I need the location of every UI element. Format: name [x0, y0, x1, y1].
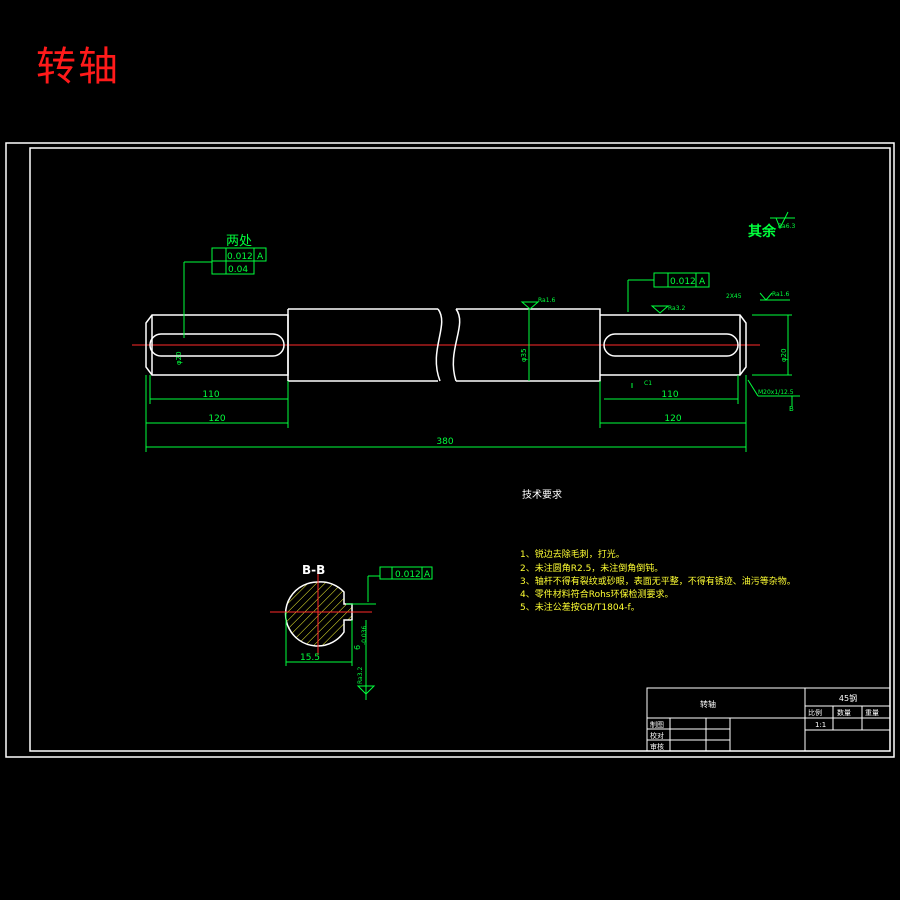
- row-label-3: 审核: [650, 742, 664, 751]
- section-key-tol: -0.036: [361, 625, 368, 645]
- title-block-text: 转轴 45钢 制图 校对 审核 比例 数量 重量 1:1: [650, 693, 879, 751]
- section-rough: Ra3.2: [357, 667, 364, 684]
- section-key: 6: [353, 645, 362, 650]
- scale-value: 1:1: [815, 721, 826, 729]
- dia-mid: φ35: [520, 348, 528, 362]
- left-label: 两处: [226, 234, 252, 249]
- dia-right: φ20: [780, 348, 788, 362]
- dimension-lines: [145, 217, 800, 452]
- technical-notes: 技术要求 1、锐边去除毛刺，打光。 2、未注圆角R2.5，未注倒角倒钝。 3、轴…: [520, 488, 796, 613]
- dim-total: 380: [436, 437, 453, 447]
- rough-right-top: Ra1.6: [772, 291, 789, 298]
- row-label-1: 制图: [650, 720, 664, 729]
- left-tol1-ref: A: [257, 252, 264, 262]
- title-block: [646, 687, 891, 752]
- inner-frame: [29, 147, 891, 752]
- gdt-frames: [211, 211, 789, 314]
- right-tol-ref: A: [699, 277, 706, 287]
- scale-label-1: 比例: [808, 708, 822, 717]
- section-view: B-B 0.012 A 15.5 6 -0.036 Ra3.2: [270, 563, 433, 700]
- scale-label-3: 重量: [865, 709, 879, 717]
- shaft-outline: [145, 308, 747, 382]
- dim-left-seg: 120: [208, 414, 225, 424]
- left-tol2: 0.04: [228, 265, 248, 275]
- material-code: 45钢: [839, 693, 857, 703]
- right-tol: 0.012: [670, 277, 696, 287]
- rest-rough: Ra6.3: [778, 223, 795, 230]
- dim-right-key: 110: [661, 390, 678, 400]
- part-name-1: 转轴: [700, 699, 716, 709]
- left-tol1: 0.012: [227, 252, 253, 262]
- chamfer: 2X45: [726, 293, 742, 300]
- row-label-2: 校对: [650, 731, 664, 740]
- rest-label: 其余: [748, 223, 777, 240]
- section-tol: 0.012: [395, 570, 421, 580]
- notes-heading: 技术要求: [522, 488, 562, 501]
- note-4: 4、零件材料符合Rohs环保检测要求。: [520, 588, 673, 600]
- note-3: 3、轴杆不得有裂纹或砂眼，表面无平整，不得有锈迹、油污等杂物。: [520, 575, 796, 587]
- dim-left-key: 110: [202, 390, 219, 400]
- label-b-small: B: [789, 405, 794, 413]
- rough-small: Ra3.2: [668, 305, 685, 312]
- note-5: 5、未注公差按GB/T1804-f。: [520, 601, 640, 613]
- outer-frame: [5, 142, 895, 758]
- note-1: 1、锐边去除毛刺，打光。: [520, 548, 625, 560]
- section-tol-ref: A: [424, 570, 431, 580]
- drawing-title: 转轴: [36, 44, 120, 90]
- note-2: 2、未注圆角R2.5，未注倒角倒钝。: [520, 562, 663, 574]
- shaft-annotations: 两处 0.012 A 0.04 0.012 A 其余 Ra6.3 Ra1.6 R…: [175, 223, 795, 447]
- thread-callout: M20x1/12.5: [758, 389, 794, 396]
- rough-mid: Ra1.6: [538, 297, 555, 304]
- section-label: B-B: [302, 563, 325, 577]
- scale-label-2: 数量: [837, 708, 851, 717]
- section-width: 15.5: [300, 653, 320, 663]
- dia-left: φ20: [175, 351, 183, 365]
- chamfer-small: C1: [644, 380, 652, 387]
- dim-right-seg: 120: [664, 414, 681, 424]
